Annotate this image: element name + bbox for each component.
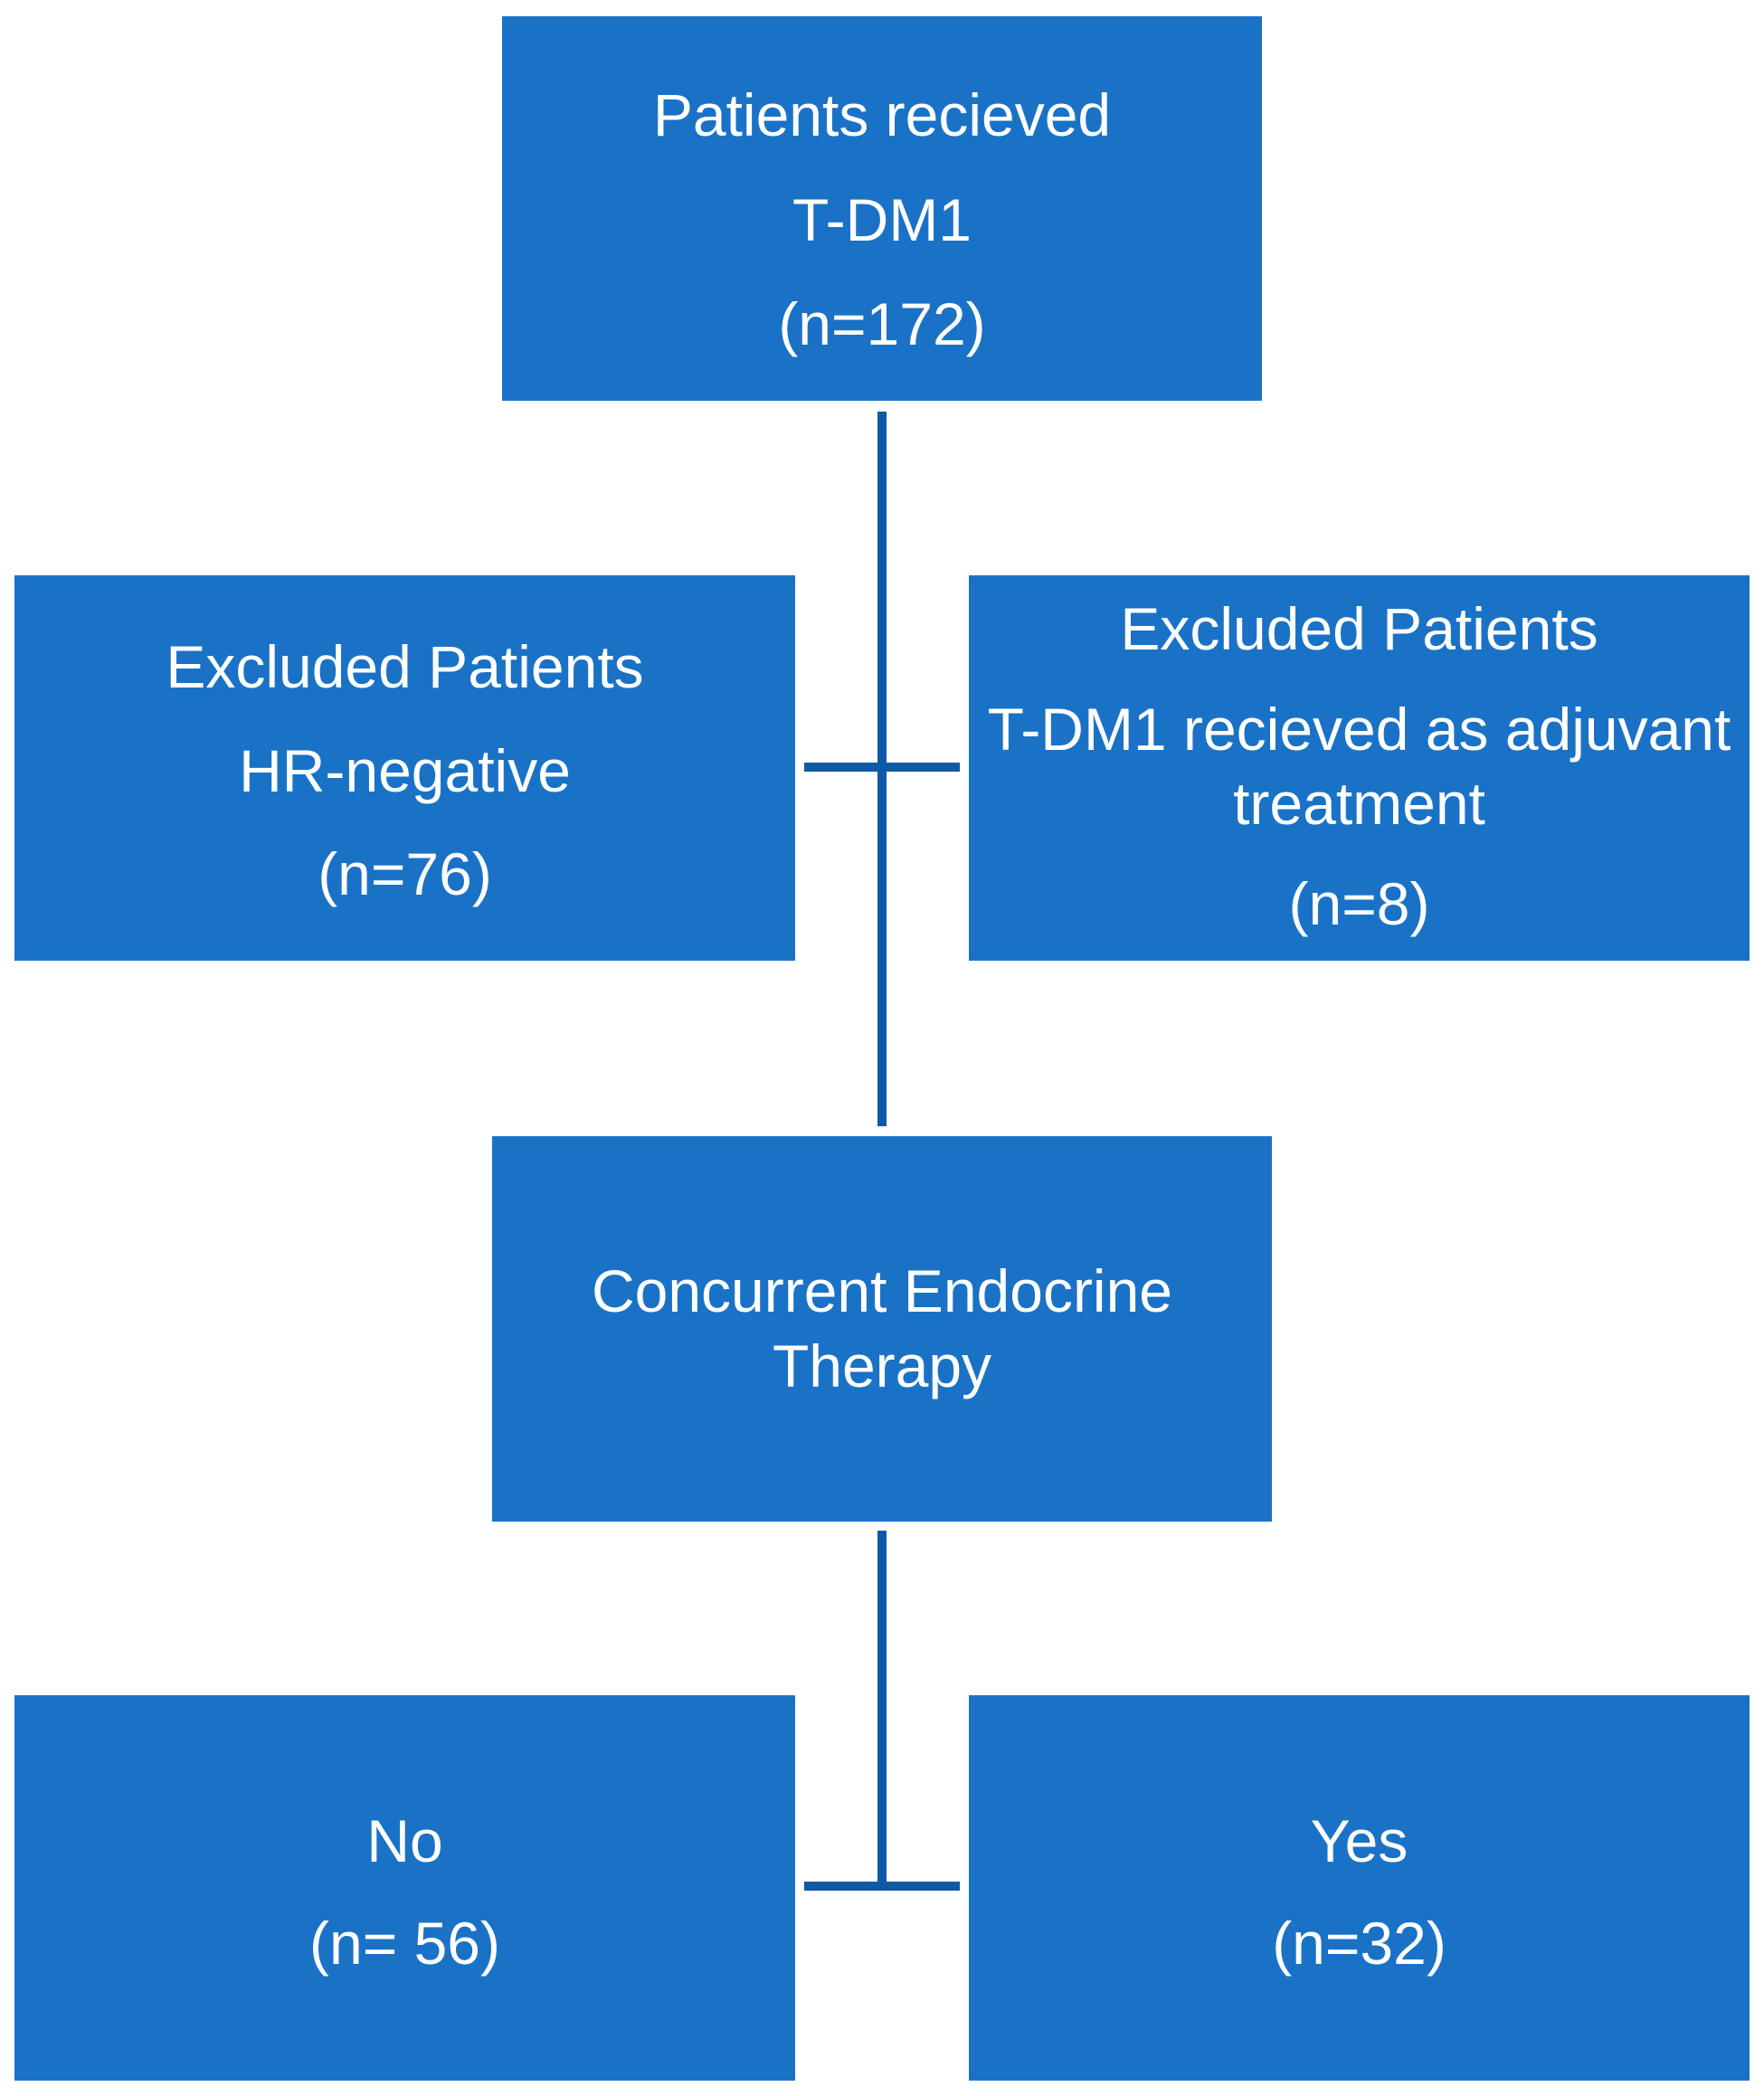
node-count: (n=32) [1272,1909,1446,1977]
connector-outcomes-crossbar [804,1882,960,1891]
node-outcome-no: No (n= 56) [14,1695,795,2081]
node-label-line: Excluded Patients [166,633,644,700]
node-count: (n=172) [778,290,986,357]
node-label-line: treatment [1233,770,1485,837]
node-outcome-yes: Yes (n=32) [969,1695,1750,2081]
node-label-line: No [366,1807,443,1874]
node-concurrent-endocrine-therapy: Concurrent Endocrine Therapy [492,1136,1272,1522]
node-label-line: Concurrent Endocrine [591,1257,1173,1324]
node-count: (n=8) [1288,869,1430,937]
node-label-line: T-DM1 [792,185,972,253]
node-label-line: Patients recieved [652,81,1112,148]
connector-exclusion-crossbar [804,763,960,772]
node-excluded-adjuvant: Excluded Patients T-DM1 recieved as adju… [969,575,1750,961]
node-label-line: Excluded Patients [1120,595,1598,662]
node-count: (n=76) [318,840,492,907]
node-patients-received: Patients recieved T-DM1 (n=172) [502,16,1262,401]
node-label-line: HR-negative [239,736,571,804]
node-excluded-hr-negative: Excluded Patients HR-negative (n=76) [14,575,795,961]
connector-concurrent-to-outcomes [877,1531,887,1883]
node-label-line: T-DM1 recieved as adjuvant [987,695,1731,763]
node-label-line: Yes [1310,1807,1408,1874]
node-count: (n= 56) [309,1909,500,1977]
node-label-line: Therapy [772,1332,992,1399]
